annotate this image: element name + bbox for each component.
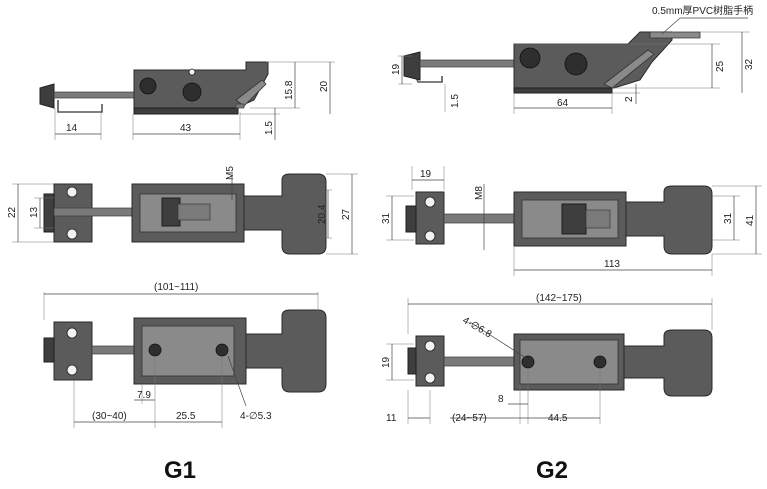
g2-dim-m8: M8	[474, 186, 485, 200]
g1-dim-22: 22	[7, 206, 18, 218]
g2-dim-64: 64	[557, 98, 569, 109]
g2-bottom-view: (142~175) 4-∅6.8 19 11 8 (24~57) 44.5	[381, 293, 713, 424]
g1-dim-15-8: 15.8	[284, 80, 295, 100]
g1-dim-27: 27	[341, 208, 352, 220]
g1-dim-14: 14	[66, 123, 78, 134]
g1-dim-13: 13	[29, 206, 40, 218]
g1-dim-4-5-3: 4-∅5.3	[240, 411, 272, 422]
g1-dim-30-40: (30~40)	[92, 411, 127, 422]
g2-dim-19: 19	[391, 63, 402, 75]
g1-bottom-view: (101~111) 7.9 (30~40) 25.5 4-∅5.3	[43, 282, 327, 428]
g2-top-view: 19 M8 31 113 31 41	[381, 166, 762, 276]
model-label-g1: G1	[164, 457, 196, 484]
g2-dim-32: 32	[744, 58, 755, 70]
pvc-handle-note: 0.5mm厚PVC树脂手柄	[652, 4, 753, 17]
g2-dim-113: 113	[604, 259, 620, 270]
g2-top-dim-19: 19	[420, 169, 432, 180]
g1-dim-m5: M5	[225, 166, 236, 180]
g1-dim-1-5: 1.5	[264, 121, 275, 135]
g2-side-view: 19 1.5 64 2 25 32 0.5mm厚PVC树脂手柄	[391, 4, 755, 114]
g2-dim-1-5: 1.5	[450, 94, 461, 108]
g2-dim-31-left: 31	[381, 212, 392, 224]
g2-dim-2: 2	[624, 96, 635, 102]
g1-side-view: 14 43 15.8 20 1.5	[39, 61, 335, 140]
g2-dim-11: 11	[386, 413, 397, 424]
g2-dim-44-5: 44.5	[548, 413, 568, 424]
g2-dim-31-right: 31	[723, 212, 734, 224]
g2-dim-25: 25	[715, 60, 726, 72]
g2-dim-8: 8	[498, 394, 504, 405]
g1-top-view: 22 13 M5 20.4 27	[7, 166, 358, 255]
g2-dim-41: 41	[745, 214, 756, 226]
g2-bottom-dim-19: 19	[381, 356, 392, 368]
g1-dim-43: 43	[180, 123, 192, 134]
g1-dim-25-5: 25.5	[176, 411, 196, 422]
g1-dim-20-4: 20.4	[317, 204, 328, 224]
g1-dim-7-9: 7.9	[137, 390, 151, 401]
g1-dim-20: 20	[319, 80, 330, 92]
model-label-g2: G2	[536, 457, 568, 484]
g2-dim-142-175: (142~175)	[536, 293, 582, 304]
g2-dim-24-57: (24~57)	[452, 413, 487, 424]
g1-dim-101-111: (101~111)	[154, 282, 198, 293]
g2-dim-4-6-8: 4-∅6.8	[461, 315, 494, 340]
